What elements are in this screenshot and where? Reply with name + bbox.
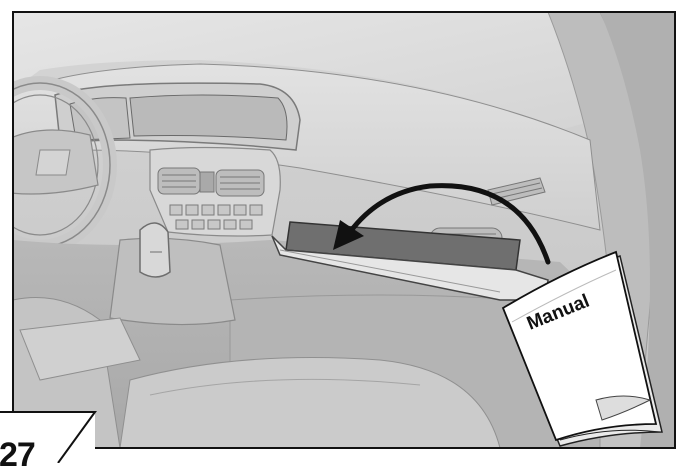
car-interior-illustration: Manual (0, 0, 686, 463)
display-screen (130, 95, 287, 140)
center-vents (158, 168, 264, 196)
figure-number: 27 (0, 438, 35, 472)
figure-frame: Manual 27 (0, 0, 686, 463)
console (110, 238, 235, 324)
gear-shifter (140, 223, 170, 277)
